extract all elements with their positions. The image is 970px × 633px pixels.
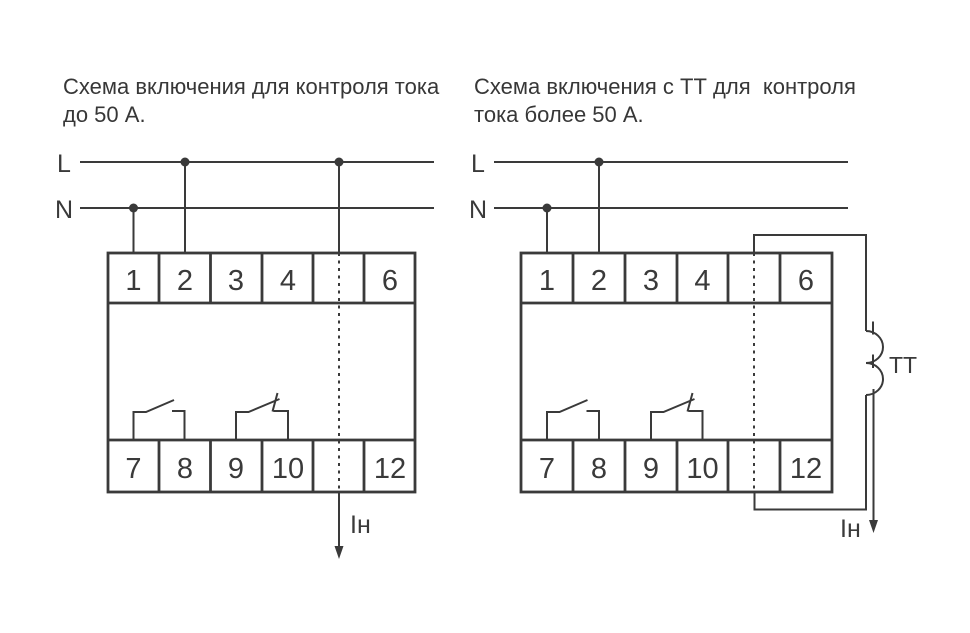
terminal-number: 8 [177, 453, 193, 485]
current-transformer-coil-icon [865, 330, 884, 396]
terminal-number: 2 [591, 265, 607, 297]
terminal-number: 4 [694, 265, 710, 297]
ct-label: ТТ [889, 352, 917, 378]
right-title-line1: Схема включения с ТТ для контроля [474, 74, 856, 99]
terminal-number: 3 [228, 265, 244, 297]
terminal-number: 9 [643, 453, 659, 485]
terminal-number: 1 [125, 265, 141, 297]
right-title-line2: тока более 50 А. [474, 102, 644, 127]
terminal-number: 12 [374, 453, 406, 485]
terminal-number: 6 [798, 265, 814, 297]
left-terminal-row-lines [108, 301, 415, 442]
relay-contact-icon [650, 392, 704, 440]
relay-contact-icon [235, 392, 289, 440]
terminal-number: 6 [382, 265, 398, 297]
left-load-current-label: Iн [350, 511, 371, 539]
terminal-number: 2 [177, 265, 193, 297]
right-supply-wires [546, 162, 600, 253]
relay-contact-icon [132, 399, 186, 440]
right-terminal-row-lines [521, 301, 832, 442]
left-bottom-terminal-dividers [157, 440, 366, 492]
right-phase-label: L [471, 150, 485, 178]
relay-contact-icon [546, 399, 600, 440]
left-top-terminal-dividers [157, 253, 366, 303]
right-load-current-label: Iн [840, 515, 861, 543]
left-diagram: Схема включения для контроля тока до 50 … [55, 74, 440, 559]
terminal-number: 12 [790, 453, 822, 485]
left-supply-wires [132, 162, 340, 253]
terminal-number: 3 [643, 265, 659, 297]
terminal-number: 10 [686, 453, 718, 485]
ct-loop-wire-top [753, 234, 867, 331]
arrow-down-icon [869, 520, 878, 533]
left-title-line1: Схема включения для контроля тока [63, 74, 440, 99]
left-title-line2: до 50 А. [63, 102, 146, 127]
right-bottom-terminal-dividers [571, 440, 782, 492]
ct-loop-wire-bottom [753, 395, 867, 511]
terminal-number: 9 [228, 453, 244, 485]
right-diagram: Схема включения с ТТ для контроля тока б… [469, 74, 917, 543]
right-top-terminal-dividers [571, 253, 782, 303]
left-neutral-label: N [55, 196, 73, 224]
terminal-number: 4 [280, 265, 296, 297]
terminal-number: 10 [272, 453, 304, 485]
terminal-number: 7 [539, 453, 555, 485]
terminal-number: 1 [539, 265, 555, 297]
terminal-number: 7 [125, 453, 141, 485]
terminal-number: 8 [591, 453, 607, 485]
arrow-down-icon [334, 546, 344, 559]
right-neutral-label: N [469, 196, 487, 224]
left-phase-label: L [57, 150, 71, 178]
